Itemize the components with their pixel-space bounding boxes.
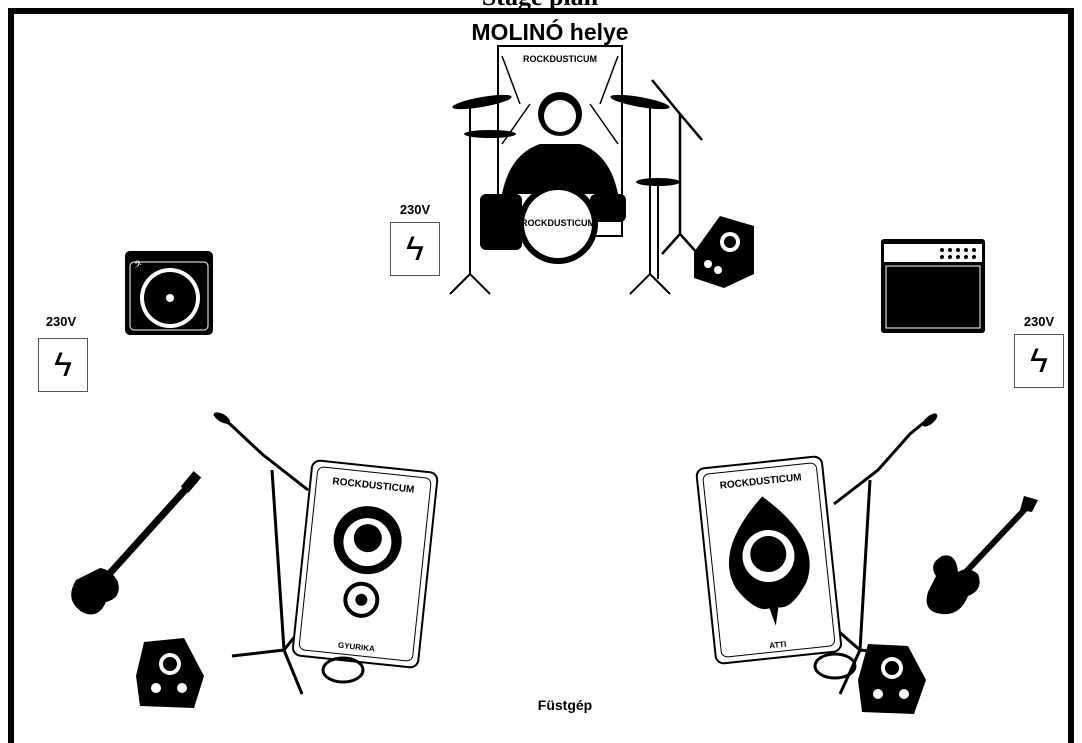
drum-monitor-speaker (690, 212, 758, 290)
member-card-right: ROCKDUSTICUM ATTI (694, 456, 844, 666)
power-label-right: 230V (1012, 314, 1066, 329)
card-right-name: ATTI (769, 640, 787, 651)
power-socket-drums: ϟ (390, 222, 440, 276)
lightning-icon: ϟ (54, 348, 72, 382)
svg-text:𝄢: 𝄢 (134, 259, 142, 273)
lightning-icon: ϟ (1030, 344, 1048, 378)
banner-logo-text: ROCKDUSTICUM (523, 54, 597, 64)
guitar-amp (880, 238, 986, 334)
banner-location-label: MOLINÓ helye (440, 19, 660, 46)
lightning-icon: ϟ (406, 232, 424, 266)
bass-amp: 𝄢 (124, 250, 214, 336)
floor-tom (480, 194, 522, 250)
smoke-machine-label: Füstgép (520, 697, 610, 713)
power-label-left: 230V (34, 314, 88, 329)
cable-left (318, 650, 368, 690)
hihat (464, 130, 516, 138)
bass-guitar (62, 470, 202, 620)
power-socket-left: ϟ (38, 338, 88, 392)
member-card-left: ROCKDUSTICUM GYURIKA (290, 460, 440, 670)
page-title: Stage plan (330, 0, 750, 10)
power-label-drums: 230V (388, 202, 442, 217)
power-socket-right: ϟ (1014, 334, 1064, 388)
kick-logo-text: ROCKDUSTICUM (521, 218, 595, 228)
cable-right (810, 646, 860, 686)
floor-monitor-right (856, 640, 928, 716)
drum-kit-with-banner: ROCKDUSTICUM ROCKDUSTICUM (440, 44, 700, 284)
floor-monitor-left (134, 636, 206, 710)
